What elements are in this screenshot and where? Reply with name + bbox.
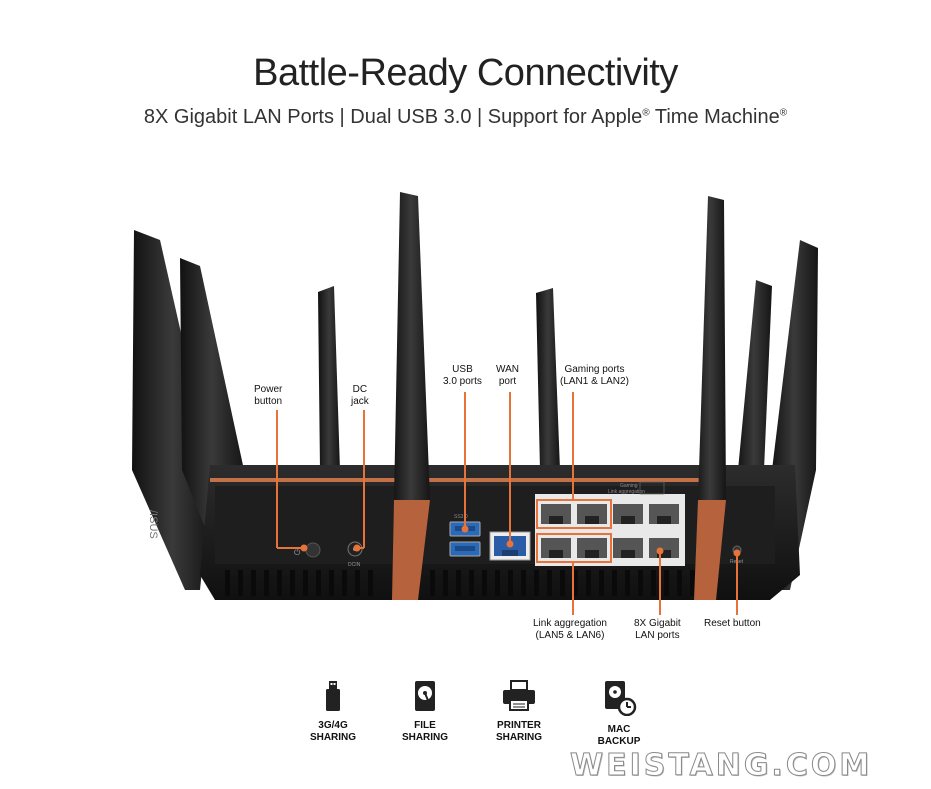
svg-text:DCIN: DCIN	[348, 562, 361, 568]
brand-logo: /ISUS	[147, 510, 159, 539]
antenna-front-left	[392, 192, 430, 600]
callout-reset-button: Reset button	[704, 618, 761, 629]
router-illustration: /ISUS ⏻ DCIN SS3.0 Gaming Link aggregati…	[132, 192, 818, 615]
svg-text:SS3.0: SS3.0	[454, 514, 468, 520]
svg-text:⏻: ⏻	[294, 548, 301, 557]
printer-icon	[503, 680, 535, 711]
svg-text:Gaming: Gaming	[620, 483, 638, 489]
mac-backup-icon	[605, 681, 637, 716]
callout-gaming-ports: Gaming ports(LAN1 & LAN2)	[560, 364, 629, 387]
power-button	[305, 542, 321, 558]
page-subtitle: 8X Gigabit LAN Ports | Dual USB 3.0 | Su…	[143, 106, 788, 128]
svg-text:Link aggregation: Link aggregation	[608, 489, 645, 495]
antenna-left-outer	[132, 230, 212, 590]
antenna-front-right	[694, 196, 726, 600]
usb-dongle-icon	[326, 681, 340, 711]
hard-drive-icon	[415, 681, 435, 711]
callout-link-aggregation: Link aggregation(LAN5 & LAN6)	[533, 618, 607, 641]
antenna-back-right	[536, 288, 560, 470]
page-title: Battle-Ready Connectivity	[253, 52, 678, 94]
watermark: WEISTANG.COM	[569, 748, 873, 784]
antenna-back-left	[318, 286, 340, 470]
